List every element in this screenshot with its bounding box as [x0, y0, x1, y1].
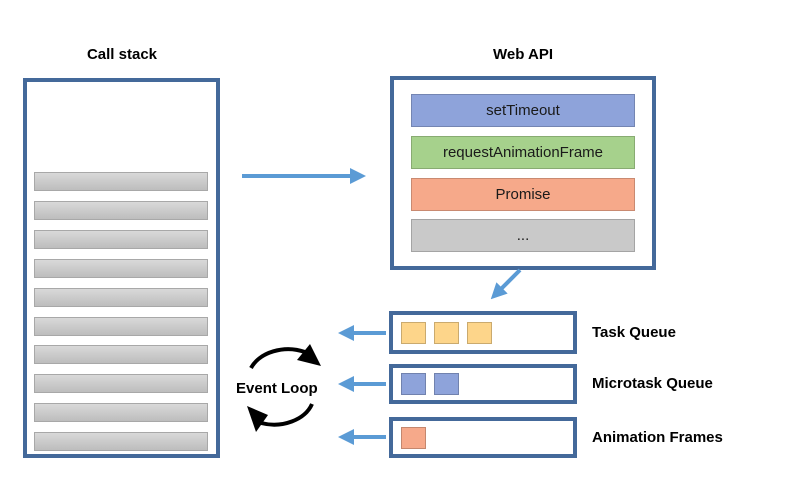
web-api-item-settimeout: setTimeout — [411, 94, 635, 127]
queue-item — [434, 373, 459, 395]
queue-item — [434, 322, 459, 344]
microtask-queue-label: Microtask Queue — [592, 375, 713, 392]
queue-item — [467, 322, 492, 344]
call-stack-frame — [34, 259, 208, 278]
task-queue-label: Task Queue — [592, 324, 676, 341]
web-api-item-more: ... — [411, 219, 635, 252]
call-stack-frame — [34, 288, 208, 307]
call-stack-frame — [34, 432, 208, 451]
queue-item — [401, 322, 426, 344]
event-loop-label: Event Loop — [236, 380, 318, 397]
arrow-webapi-to-queues — [490, 268, 522, 300]
queue-item — [401, 427, 426, 449]
web-api-item-promise: Promise — [411, 178, 635, 211]
call-stack-frame — [34, 230, 208, 249]
call-stack-frame — [34, 317, 208, 336]
animation-frames-label: Animation Frames — [592, 429, 723, 446]
call-stack-frame — [34, 374, 208, 393]
call-stack-frame — [34, 172, 208, 191]
call-stack-frame — [34, 345, 208, 364]
event-loop-bottom-arc — [260, 403, 314, 427]
call-stack-title: Call stack — [86, 46, 158, 63]
queue-item — [401, 373, 426, 395]
event-loop-bottom-arrowhead — [247, 406, 268, 432]
web-api-item-requestanimationframe: requestAnimationFrame — [411, 136, 635, 169]
web-api-title: Web API — [492, 46, 553, 63]
call-stack-frame — [34, 403, 208, 422]
call-stack-frame — [34, 201, 208, 220]
event-loop-top-arc — [249, 347, 306, 370]
event-loop-top-arrowhead — [297, 344, 321, 366]
